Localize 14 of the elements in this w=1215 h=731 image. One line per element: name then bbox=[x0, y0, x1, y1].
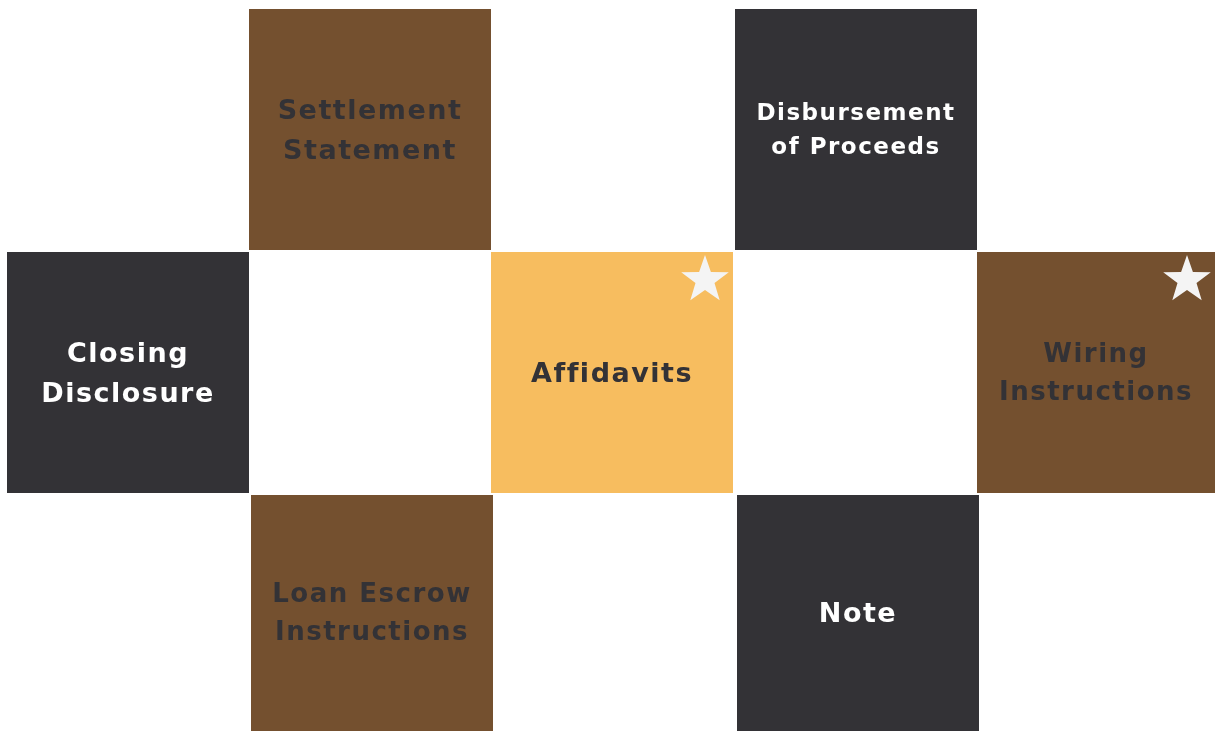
tile-label: Settlement Statement bbox=[276, 93, 464, 167]
tile-label: Closing Disclosure bbox=[40, 336, 216, 410]
document-tile bbox=[977, 252, 1215, 493]
tile-label: Wiring Instructions bbox=[998, 336, 1194, 408]
tile-label: Disbursement of Proceeds bbox=[755, 98, 957, 161]
tile-label: Note bbox=[818, 596, 898, 631]
document-tile bbox=[251, 495, 493, 731]
document-tile bbox=[7, 252, 249, 493]
document-tile bbox=[737, 495, 979, 731]
document-tile bbox=[735, 9, 977, 250]
tile-label: Affidavits bbox=[531, 355, 693, 390]
document-tile bbox=[491, 252, 733, 493]
document-tile bbox=[249, 9, 491, 250]
tile-label: Loan Escrow Instructions bbox=[271, 577, 473, 648]
